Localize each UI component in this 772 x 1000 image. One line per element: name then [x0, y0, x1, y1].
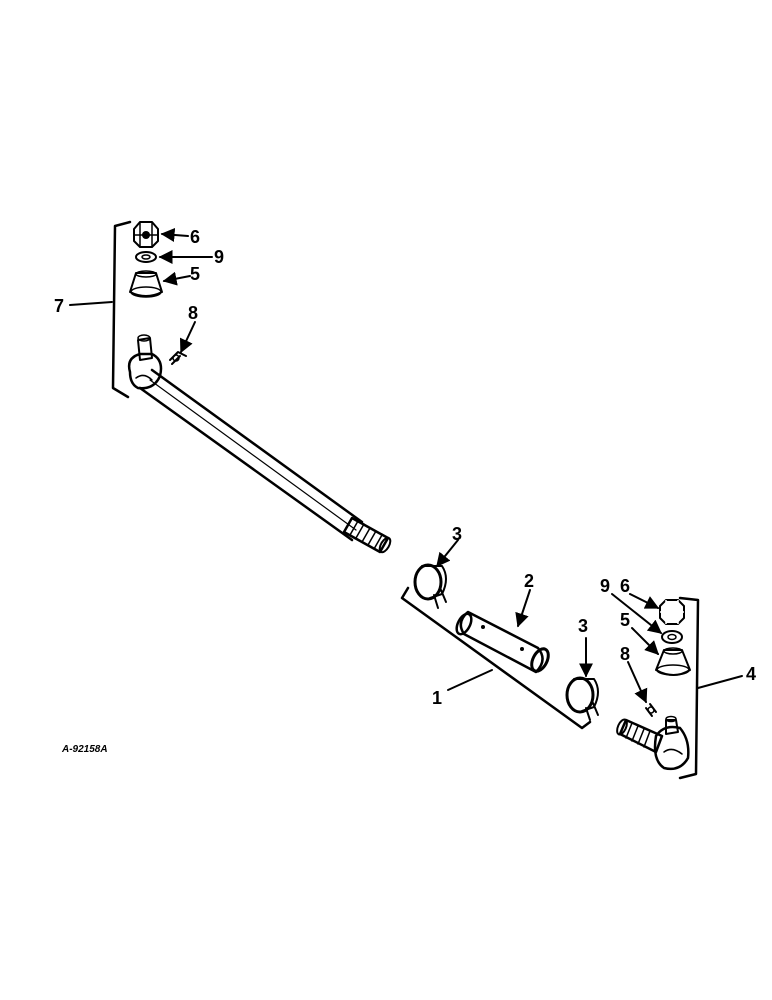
tie-rod-part — [127, 334, 392, 554]
callout-8-arrow — [179, 321, 196, 354]
tie-rod-end-part-right — [616, 715, 690, 771]
callout-6b-label: 6 — [620, 576, 630, 596]
callout-6b-arrow — [629, 593, 660, 609]
washer-part — [135, 251, 157, 263]
callout-1-label: 1 — [432, 688, 442, 708]
castle-nut-part-right — [659, 599, 685, 625]
callout-8b-label: 8 — [620, 644, 630, 664]
adjusting-tube-part — [455, 610, 550, 674]
callout-3a-label: 3 — [452, 524, 462, 544]
callout-6-arrow — [160, 227, 189, 242]
clamp-part-upper — [413, 563, 447, 609]
left-tie-rod-end-assembly — [69, 220, 392, 554]
callout-4-leader — [697, 675, 743, 689]
callout-4-label: 4 — [746, 664, 756, 684]
tube-assembly-bracket — [400, 586, 592, 730]
callout-2-label: 2 — [524, 571, 534, 591]
callout-3b-label: 3 — [578, 616, 588, 636]
lube-fitting-part-right — [645, 703, 657, 717]
callout-7-label: 7 — [54, 296, 64, 316]
callout-9-label: 9 — [214, 247, 224, 267]
dust-seal-part — [129, 270, 163, 298]
drawing-number: A-92158A — [61, 744, 108, 755]
callout-3a-arrow — [436, 539, 459, 568]
callout-5-label: 5 — [190, 264, 200, 284]
callout-5-arrow — [162, 271, 191, 286]
right-assembly-bracket — [678, 596, 700, 780]
dust-seal-part-right — [655, 647, 691, 676]
callout-8-label: 8 — [188, 303, 198, 323]
left-assembly-bracket — [111, 220, 132, 399]
callout-9b-arrow — [611, 593, 663, 634]
callout-8b-arrow — [627, 661, 648, 704]
tube-and-clamps-assembly — [400, 539, 599, 730]
callout-6-label: 6 — [190, 227, 200, 247]
lube-fitting-part — [169, 351, 187, 365]
callout-2-arrow — [515, 589, 531, 628]
callout-1-leader — [447, 669, 493, 691]
clamp-part-lower — [565, 676, 599, 721]
callout-7-leader — [69, 301, 113, 306]
callout-5b-arrow — [631, 627, 659, 655]
callout-9b-label: 9 — [600, 576, 610, 596]
washer-part-right — [661, 630, 683, 644]
right-tie-rod-end-assembly — [611, 593, 743, 780]
callout-5b-label: 5 — [620, 610, 630, 630]
castle-nut-part — [133, 221, 159, 248]
